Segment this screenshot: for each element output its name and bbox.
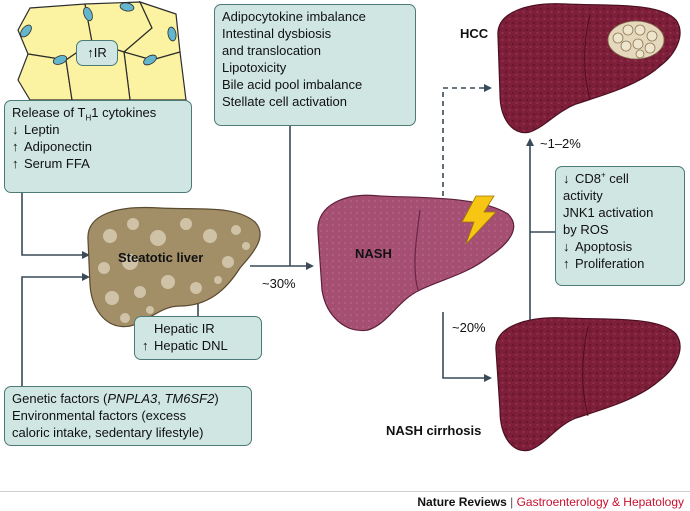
hcc-liver-illustration — [497, 3, 681, 134]
adipocyte-nucleus — [20, 24, 32, 38]
adipocyte-nucleus — [83, 6, 93, 22]
progression-20-label: ~20% — [452, 320, 486, 335]
genetic-factors-line: Genetic factors (PNPLA3, TM6SF2) — [12, 391, 219, 406]
cirrhotic-liver-illustration — [495, 317, 681, 452]
arrow-nash-to-hcc — [442, 84, 492, 196]
adipocyte-nucleus — [119, 2, 135, 12]
environmental-factors-line: Environmental factors (excess — [12, 408, 187, 423]
adipose-item: ↑Adiponectin — [12, 139, 92, 154]
progression-1-2-label: ~1–2% — [540, 136, 581, 151]
journal-name: Gastroenterology & Hepatology — [516, 495, 684, 509]
hcc-label: HCC — [460, 26, 489, 41]
steatotic-liver-illustration — [87, 206, 261, 328]
factor-item: Bile acid pool imbalance — [222, 77, 363, 92]
arrow-adipose-to-steatotic — [21, 193, 90, 259]
factor-item: Stellate cell activation — [222, 94, 348, 109]
nash-liver-illustration — [317, 194, 515, 332]
nash-label: NASH — [355, 246, 392, 261]
driver-item: JNK1 activation — [563, 205, 654, 220]
driver-item: ↓CD8+ cell — [563, 170, 629, 186]
factor-item: Intestinal dysbiosis — [222, 26, 332, 41]
up-arrow-symbol: ↑ — [87, 45, 94, 60]
lightning-icon — [461, 195, 497, 245]
hepatic-effects-box: Hepatic IR ↑Hepatic DNL — [134, 316, 262, 360]
adipose-item: Release of TH1 cytokines — [12, 105, 157, 123]
publisher-name: Nature Reviews — [417, 495, 507, 509]
adipose-item: ↑Serum FFA — [12, 156, 90, 171]
factor-item: Adipocytokine imbalance — [222, 9, 366, 24]
journal-footer: Nature Reviews | Gastroenterology & Hepa… — [0, 491, 690, 511]
adipose-item: ↓Leptin — [12, 122, 60, 137]
adipocyte-nucleus — [52, 55, 68, 65]
factor-item: Lipotoxicity — [222, 60, 287, 75]
nash-drivers-box: Adipocytokine imbalance Intestinal dysbi… — [214, 4, 416, 126]
steatotic-liver-label: Steatotic liver — [118, 250, 204, 265]
driver-item: by ROS — [563, 222, 609, 237]
footer-separator: | — [506, 495, 517, 509]
connectors — [21, 84, 555, 386]
adipocyte-nucleus — [167, 26, 177, 42]
nash-cirrhosis-label: NASH cirrhosis — [386, 423, 482, 438]
progression-30-label: ~30% — [262, 276, 296, 291]
driver-item: activity — [563, 188, 603, 203]
factor-item: and translocation — [222, 43, 322, 58]
driver-item: ↑Proliferation — [563, 256, 645, 271]
environmental-factors-line-2: caloric intake, sedentary lifestyle) — [12, 425, 204, 440]
insulin-resistance-badge: ↑IR — [76, 40, 118, 66]
arrow-genetic-to-steatotic — [21, 273, 90, 386]
risk-factors-box: Genetic factors (PNPLA3, TM6SF2) Environ… — [4, 386, 252, 446]
arrow-nash-to-cirrhosis — [442, 312, 492, 382]
tumour-icon — [607, 20, 665, 60]
hcc-drivers-box: ↓CD8+ cell activity JNK1 activation by R… — [555, 166, 685, 286]
adipose-effects-box: Release of TH1 cytokines ↓Leptin ↑Adipon… — [4, 100, 192, 193]
adipocyte-nucleus — [143, 54, 157, 66]
ir-label: IR — [93, 45, 107, 60]
hepatic-item: Hepatic IR — [154, 321, 215, 336]
driver-item: ↓Apoptosis — [563, 239, 633, 254]
hepatic-item: ↑Hepatic DNL — [142, 338, 228, 353]
